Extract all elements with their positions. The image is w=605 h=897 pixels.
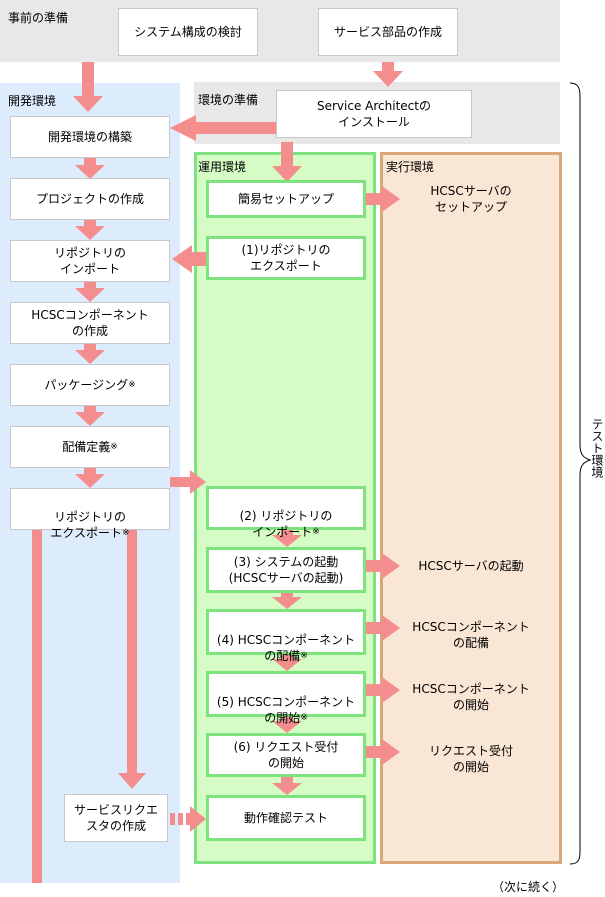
deploy-definition-label: 配備定義 [62,440,111,454]
operation-test-box: 動作確認テスト [206,795,366,841]
note-mark: ※ [300,651,308,661]
simple-setup-box: 簡易セットアップ [206,180,366,218]
install-service-architect-box: Service Architectの インストール [276,90,472,138]
hcsc-deploy-label: (4) HCSCコンポーネント の配備 [216,633,356,663]
exec-region [380,152,562,864]
system-design-box: システム構成の検討 [118,8,258,56]
note-mark: ※ [128,380,136,390]
test-region-label: テスト環境 [590,418,604,478]
system-start-box: (3) システムの起動 (HCSCサーバの起動) [206,547,366,593]
pre-region [0,0,560,62]
dev-region-label: 開発環境 [8,94,57,108]
note-mark: ※ [312,527,320,537]
prep-region-label: 環境の準備 [198,93,259,107]
repo-export-box: リポジトリの エクスポート※ [10,488,170,540]
ops-repo-import-label: (2) リポジトリの インポート [239,509,333,539]
hcsc-component-create-box: HCSCコンポーネント の作成 [10,302,170,344]
pre-region-label: 事前の準備 [8,11,69,25]
repo-export-label: リポジトリの エクスポート [50,510,126,540]
repo-import-box: リポジトリの インポート [10,240,170,282]
exec-hcsc-component-start-text: HCSCコンポーネント の開始 [412,682,530,712]
exec-request-accept-text: リクエスト受付 の開始 [428,744,513,774]
packaging-box: パッケージング※ [10,364,170,406]
deploy-definition-box: 配備定義※ [10,426,170,468]
exec-hcsc-deploy-text: HCSCコンポーネント の配備 [412,620,530,650]
ops-repo-import-box: (2) リポジトリの インポート※ [206,486,366,539]
hcsc-start-box: (5) HCSCコンポーネント の開始※ [206,671,366,725]
note-mark: ※ [122,528,130,538]
note-mark: ※ [300,713,308,723]
project-create-box: プロジェクトの作成 [10,178,170,220]
hcsc-start-label: (5) HCSCコンポーネント の開始 [216,695,356,725]
service-requester-create-box: サービスリクエ スタの作成 [64,794,168,842]
exec-hcsc-setup-text: HCSCサーバの セットアップ [430,184,512,214]
ops-repo-export-box: (1)リポジトリの エクスポート [206,236,366,280]
request-accept-box: (6) リクエスト受付 の開始 [206,733,366,777]
ops-region-label: 運用環境 [198,160,247,174]
continued-note: （次に続く） [492,880,565,894]
exec-region-label: 実行環境 [386,160,435,174]
hcsc-deploy-box: (4) HCSCコンポーネント の配備※ [206,609,366,663]
exec-hcsc-start-text: HCSCサーバの起動 [418,559,524,573]
service-parts-box: サービス部品の作成 [318,8,458,56]
dev-build-box: 開発環境の構築 [10,116,170,158]
packaging-label: パッケージング [44,378,129,392]
note-mark: ※ [110,442,118,452]
